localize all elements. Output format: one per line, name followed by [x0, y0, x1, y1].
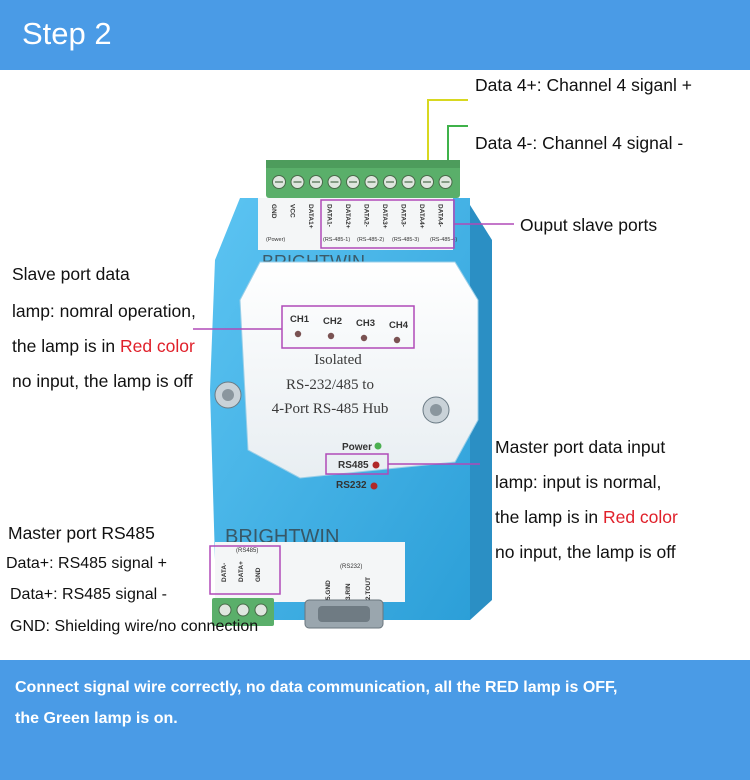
master-rs485-title: Master port RS485 [8, 523, 155, 543]
indicator-rs232-led [370, 482, 378, 490]
master-lamp-line-2: lamp: input is normal, [495, 472, 662, 492]
device-title-line-1: Isolated [314, 352, 362, 368]
header-banner: Step 2 [0, 0, 750, 70]
device-title-line-2: RS-232/485 to [286, 377, 374, 393]
slave-lamp-line-4: no input, the lamp is off [12, 371, 193, 391]
highlight-master-rs485 [209, 545, 281, 595]
footer-note-line-1: Connect signal wire correctly, no data c… [15, 679, 618, 696]
slave-lamp-red-text: Red color [119, 336, 195, 356]
channel-led [294, 330, 302, 338]
footer-banner: Connect signal wire correctly, no data c… [0, 660, 750, 780]
device-title-line-3: 4-Port RS-485 Hub [272, 401, 389, 417]
top-port-label: DATA3+ [381, 204, 388, 229]
slave-lamp-line-3-prefix: the lamp is in [12, 336, 120, 356]
bottom-rs485-label: GND [255, 567, 262, 582]
channel-led [393, 336, 401, 344]
callout-data4-plus: Data 4+: Channel 4 siganl + [475, 75, 692, 95]
top-port-label: DATA1- [326, 204, 333, 227]
channel-label: CH4 [389, 320, 409, 331]
top-terminal-block [266, 160, 460, 198]
indicator-power-label: Power [342, 442, 372, 453]
top-port-label: DATA3- [400, 204, 407, 227]
indicator-rs485-led [372, 461, 380, 469]
bottom-rs485-label: DATA- [221, 563, 228, 582]
bottom-rs232-label: 5.GND [325, 580, 332, 600]
bottom-label-strip [215, 542, 405, 602]
callout-data4-minus: Data 4-: Channel 4 signal - [475, 133, 684, 153]
master-rs485-line-3: GND: Shielding wire/no connection [10, 618, 259, 635]
bottom-rs232-label: 2.TOUT [365, 577, 372, 600]
channel-label: CH1 [290, 314, 310, 325]
data4-plus-leader [427, 99, 468, 178]
master-rs485-line-2: Data+: RS485 signal - [10, 586, 167, 603]
callout-output-slave-ports: Ouput slave ports [520, 215, 658, 235]
top-port-label: DATA2+ [344, 204, 351, 229]
port-group-label: (RS-485-4) [430, 237, 457, 243]
top-label-strip [258, 198, 453, 250]
master-lamp-red-text: Red color [602, 507, 678, 527]
top-port-label: VCC [289, 204, 296, 218]
master-lamp-line-3: the lamp is in Red color [495, 507, 678, 528]
bottom-group-rs485: (RS485) [236, 548, 258, 554]
top-port-label: DATA4- [437, 204, 444, 227]
device-face [239, 261, 479, 479]
channel-led [327, 332, 335, 340]
slave-lamp-line-1: Slave port data [12, 264, 130, 284]
slave-lamp-line-3: the lamp is in Red color [12, 336, 195, 357]
port-group-label: (Power) [266, 237, 285, 243]
bottom-rs232-label: 3.RIN [345, 583, 352, 600]
port-group-label: (RS-485-3) [392, 237, 419, 243]
top-port-label: DATA1+ [307, 204, 314, 229]
step-title: Step 2 [22, 16, 112, 51]
master-lamp-line-1: Master port data input [495, 437, 666, 457]
bottom-rs485-label: DATA+ [238, 561, 245, 582]
port-group-label: (RS-485-2) [357, 237, 384, 243]
top-port-label: DATA2- [363, 204, 370, 227]
channel-label: CH3 [356, 318, 375, 329]
footer-note-line-2: the Green lamp is on. [15, 710, 178, 727]
master-lamp-line-3-prefix: the lamp is in [495, 507, 603, 527]
indicator-power-led [374, 442, 382, 450]
indicator-rs485-label: RS485 [338, 460, 369, 471]
top-port-label: DATA4+ [418, 204, 425, 229]
port-group-label: (RS-485-1) [323, 237, 350, 243]
channel-led [360, 334, 368, 342]
bottom-group-rs232: (RS232) [340, 564, 362, 570]
top-port-label: GND [270, 204, 277, 219]
highlight-channel-leds [281, 305, 415, 349]
channel-label: CH2 [323, 316, 342, 327]
master-rs485-line-1: Data+: RS485 signal + [6, 555, 167, 572]
slave-lamp-line-2: lamp: nomral operation, [12, 301, 196, 321]
indicator-rs232-label: RS232 [336, 480, 367, 491]
master-lamp-line-4: no input, the lamp is off [495, 542, 676, 562]
